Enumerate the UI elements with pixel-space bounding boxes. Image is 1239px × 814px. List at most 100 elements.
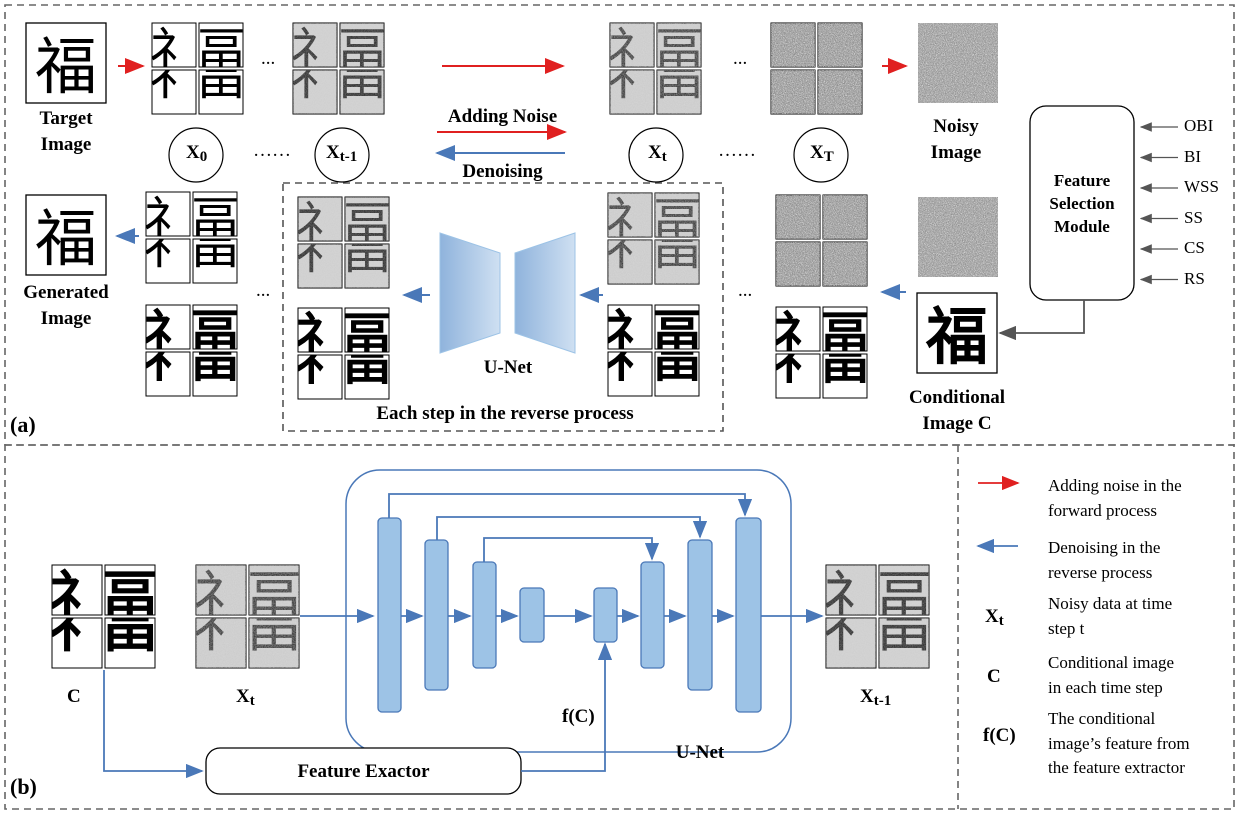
noise-overlay [608, 193, 652, 237]
svg-text:福: 福 [925, 300, 988, 373]
legend-c-symbol: C [987, 666, 1001, 687]
feature-input-cs: CS [1184, 238, 1205, 257]
quad-glyph: 畐 [190, 216, 241, 275]
noise-overlay [818, 70, 862, 114]
conditional-image-label: Conditional Image C [908, 387, 1006, 434]
quad-glyph: 礻 [149, 22, 200, 81]
ellipsis-6: ... [738, 280, 753, 301]
quad-tile [151, 69, 197, 115]
noise-overlay [298, 197, 342, 241]
noise-overlay [655, 240, 699, 284]
quad-tile [145, 304, 191, 350]
quad-glyph: 畐 [190, 329, 241, 388]
noise-overlay [655, 193, 699, 237]
xT-symbol: XT [810, 142, 834, 165]
quad-tile [192, 238, 238, 284]
quad-tile [198, 22, 244, 68]
panel-b-label: (b) [10, 774, 37, 799]
quad-tile [775, 353, 821, 399]
quad-tile [654, 351, 700, 397]
quad-glyph: 畐 [652, 304, 703, 363]
quad-glyph: 礻 [773, 331, 824, 390]
quad-tile [104, 564, 156, 616]
unet-internal-arrows [388, 493, 753, 624]
quad-tile [297, 307, 343, 353]
quad-tile [192, 191, 238, 237]
noise-overlay [879, 618, 929, 668]
quad-glyph: 礻 [149, 47, 200, 106]
reverse-step-frame [282, 182, 724, 432]
noise-overlay [340, 70, 384, 114]
quad-tile [344, 307, 390, 353]
unet-container [345, 469, 792, 753]
ellipsis-4: ... [733, 48, 748, 69]
quad-glyph: 畐 [652, 329, 703, 388]
quad-glyph: 畐 [101, 593, 159, 660]
x0-circle [168, 127, 224, 183]
quad-tile [607, 304, 653, 350]
quad-glyph: 礻 [605, 329, 656, 388]
c-symbol: C [67, 686, 81, 707]
ellipsis-1: …… [253, 140, 291, 161]
panel-b-frame [4, 444, 1235, 810]
noise-overlay [610, 70, 654, 114]
unet-label-b: U-Net [675, 742, 725, 763]
noise-overlay [776, 242, 820, 286]
adding-noise-label: Adding Noise [447, 106, 558, 127]
noise-overlay [818, 23, 862, 67]
quad-tile [145, 238, 191, 284]
noisy-image [918, 23, 998, 103]
quad-glyph: 畐 [820, 331, 871, 390]
legend-fc-text: The conditional image’s feature from the… [1048, 709, 1190, 778]
denoising-label: Denoising [462, 161, 543, 182]
feature-input-wss: WSS [1184, 177, 1219, 196]
legend-xt-text: Noisy data at time step t [1048, 594, 1173, 638]
noise-overlay [657, 23, 701, 67]
quad-tile [51, 564, 103, 616]
quad-glyph: 礻 [143, 191, 194, 250]
ellipsis-2: …… [718, 140, 756, 161]
quad-glyph: 畐 [196, 47, 247, 106]
legend-c-text: Conditional image in each time step [1048, 653, 1175, 697]
svg-text:福: 福 [35, 202, 97, 275]
quad-glyph: 畐 [342, 332, 393, 391]
noise-overlay [823, 195, 867, 239]
fc-symbol: f(C) [562, 706, 595, 727]
quad-glyph: 畐 [190, 191, 241, 250]
unet-blocks [377, 517, 762, 713]
xt-1-circle [314, 127, 370, 183]
legend-blue-text: Denoising in the reverse process [1048, 538, 1161, 582]
noise-overlay [771, 23, 815, 67]
noise-overlay [249, 618, 299, 668]
feature-input-obi: OBI [1184, 116, 1214, 135]
target-image: 福 [25, 22, 107, 104]
x0-symbol: X0 [186, 142, 208, 165]
generated-image-label: Generated Image [23, 282, 109, 329]
quad-glyph: 礻 [48, 593, 106, 660]
noise-overlay [249, 565, 299, 615]
noise-overlay [345, 244, 389, 288]
quad-tile [344, 354, 390, 400]
unet-encoder-shape [439, 232, 501, 354]
noise-overlay [776, 195, 820, 239]
quad-tile [104, 617, 156, 669]
target-image-label: Target Image [39, 108, 93, 155]
noise-overlay [340, 23, 384, 67]
noise-overlay [879, 565, 929, 615]
quad-glyph: 畐 [101, 565, 159, 632]
noise-overlay [293, 70, 337, 114]
feature-input-rs: RS [1184, 268, 1205, 288]
quad-tile [151, 22, 197, 68]
quad-tile [775, 306, 821, 352]
legend-fc-symbol: f(C) [983, 725, 1016, 746]
